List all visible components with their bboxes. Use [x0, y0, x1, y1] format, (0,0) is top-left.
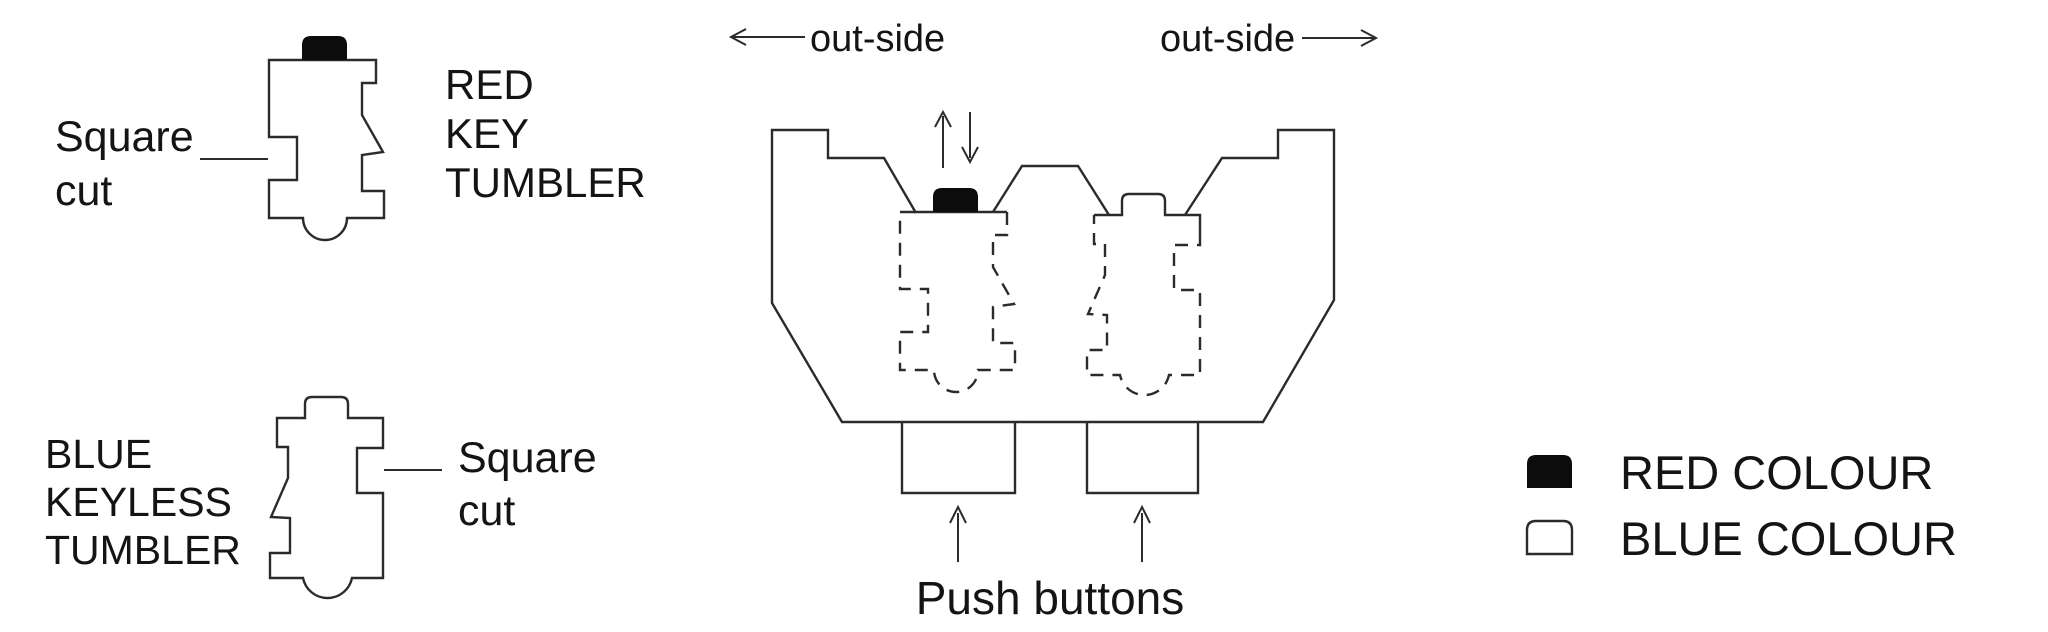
red-key-tumbler-label-line-1: RED: [445, 61, 534, 108]
assembly-red-tumbler-body-dashed: [898, 212, 1017, 394]
push-buttons-label: Push buttons: [916, 572, 1185, 624]
blue-colour-label: BLUE COLOUR: [1620, 512, 1957, 565]
push-button-left[interactable]: [900, 422, 1017, 495]
colour-legend: RED COLOUR BLUE COLOUR: [1525, 446, 1957, 565]
blue-keyless-tumbler-label-line-3: TUMBLER: [45, 527, 241, 573]
push-button-right-arrow-icon: [1133, 504, 1151, 562]
housing-outline: [770, 128, 1336, 424]
push-button-right[interactable]: [1085, 422, 1200, 495]
red-key-tumbler-figure: Square cut RED KEY TUMBLER: [55, 36, 646, 242]
push-button-left-arrow-icon: [949, 504, 967, 562]
blue-colour-swatch: [1525, 519, 1574, 556]
red-colour-label: RED COLOUR: [1620, 446, 1933, 499]
red-key-tumbler-outline: [267, 58, 386, 242]
red-key-tumbler-label-line-3: TUMBLER: [445, 159, 646, 206]
housing-center-peak: [991, 164, 1111, 216]
red-key-tumbler-cap: [302, 36, 347, 60]
legend-row-red: RED COLOUR: [1527, 446, 1933, 499]
blue-keyless-tumbler-label-line-1: BLUE: [45, 431, 152, 477]
lock-assembly-figure: out-side out-side: [728, 18, 1379, 624]
blue-keyless-tumbler-label-line-2: KEYLESS: [45, 479, 232, 525]
tumbler-down-arrow-icon: [961, 112, 979, 165]
outside-right-arrow-icon: [1302, 29, 1379, 47]
square-cut-label-top-line-2: cut: [55, 167, 112, 215]
assembly-red-tumbler-cap: [933, 188, 978, 212]
assembly-blue-tumbler: [1085, 192, 1202, 397]
square-cut-label-bottom-line-1: Square: [458, 434, 597, 482]
square-cut-label-top-line-1: Square: [55, 113, 194, 161]
assembly-blue-tumbler-top: [1094, 192, 1202, 235]
assembly-blue-tumbler-body-dashed: [1085, 215, 1202, 397]
red-colour-swatch: [1527, 455, 1572, 488]
blue-keyless-tumbler-figure: Square cut BLUE KEYLESS TUMBLER: [45, 395, 597, 600]
outside-left-arrow-icon: [728, 28, 805, 46]
red-key-tumbler-label-line-2: KEY: [445, 110, 529, 157]
blue-keyless-tumbler-outline: [268, 395, 385, 600]
legend-row-blue: BLUE COLOUR: [1525, 512, 1957, 565]
tumbler-up-arrow-icon: [934, 109, 952, 168]
square-cut-label-bottom-line-2: cut: [458, 487, 515, 535]
outside-right-label: out-side: [1160, 18, 1295, 60]
outside-left-label: out-side: [810, 18, 945, 60]
assembly-red-tumbler: [898, 188, 1017, 394]
